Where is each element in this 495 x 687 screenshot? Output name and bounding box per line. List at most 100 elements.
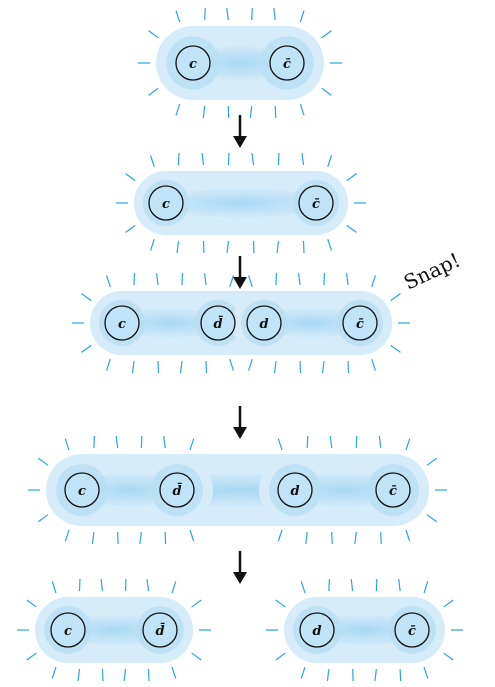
ray-2-1-8 [390, 344, 401, 353]
ray-1-0-11 [176, 240, 180, 253]
ray-4-0-16 [146, 579, 150, 592]
arrow-1-head [233, 277, 247, 289]
ray-3-1-15 [354, 531, 357, 544]
ray-4-1-0 [300, 666, 306, 679]
step2-meson0-quark0-circle [104, 305, 140, 341]
ray-2-1-15 [321, 360, 325, 373]
ray-1-0-8 [346, 224, 357, 233]
ray-2-1-5 [371, 275, 377, 288]
ray-3-0-15 [139, 531, 142, 544]
ray-2-1-12 [297, 273, 301, 286]
ray-4-0-6 [191, 599, 202, 608]
ray-2-1-11 [273, 360, 277, 373]
ray-0-0-1 [148, 87, 159, 96]
step3-meson0-quark1-circle [159, 472, 195, 508]
ray-2-0-3 [81, 293, 92, 302]
step0-meson0-quark0-circle [175, 45, 211, 81]
ray-3-0-12 [115, 436, 119, 449]
step2-meson0-quark1-label: d̄ [213, 315, 223, 332]
step4-meson1-quark0-label: d [312, 624, 321, 639]
ray-0-0-0 [175, 103, 181, 116]
ray-4-1-3 [275, 599, 286, 608]
ray-3-0-11 [91, 531, 95, 544]
ray-1-0-20 [301, 153, 305, 166]
arrow-3-head [233, 572, 247, 584]
ray-4-0-3 [26, 599, 37, 608]
ray-4-1-1 [275, 652, 286, 661]
ray-3-0-1 [37, 514, 49, 523]
ray-4-1-4 [300, 581, 306, 594]
ray-1-0-4 [149, 155, 155, 168]
ray-0-0-9 [299, 103, 305, 116]
ray-3-1-4 [277, 438, 283, 451]
step1-meson0-quark1-circle [298, 185, 334, 221]
ray-3-0-3 [37, 457, 49, 466]
ray-4-1-16 [398, 579, 401, 592]
ray-0-0-3 [148, 30, 159, 39]
ray-4-1-15 [374, 668, 377, 681]
step1-meson0-flux-tube [153, 188, 329, 218]
ray-1-0-19 [276, 240, 280, 253]
ray-4-1-6 [443, 599, 454, 608]
ray-4-1-9 [423, 666, 429, 679]
ray-3-1-5 [405, 438, 411, 451]
step2-meson1-quark0-label: d [259, 317, 268, 332]
ray-4-1-5 [423, 581, 429, 594]
ray-2-1-0 [247, 358, 253, 371]
ray-1-0-0 [149, 238, 155, 251]
ray-4-0-15 [123, 668, 127, 681]
step0-meson0-quark1-label: c̄ [283, 57, 291, 72]
ray-0-0-8 [321, 87, 332, 96]
step2-meson0-quark1-circle [200, 305, 236, 341]
ray-3-0-0 [64, 529, 70, 542]
step3-meson1-quark0-label: d [290, 484, 299, 499]
ray-2-0-16 [203, 273, 207, 286]
ray-3-0-4 [64, 438, 70, 451]
ray-3-1-8 [426, 514, 438, 523]
step0-meson0-quark1-circle [269, 45, 305, 81]
ray-4-1-12 [350, 579, 354, 592]
ray-4-1-8 [443, 652, 454, 661]
ray-2-0-1 [81, 344, 92, 353]
ray-1-0-15 [226, 240, 230, 253]
step4-meson0-quark0-label: c [64, 624, 72, 639]
ray-1-0-9 [327, 238, 333, 251]
step4-meson0-quark1-circle [142, 612, 178, 648]
ray-3-1-9 [405, 529, 411, 542]
step4-meson1-quark1-circle [394, 612, 430, 648]
step3-meson0-quark0-label: c [78, 484, 86, 499]
step3-meson0-quark1-label: d̄ [172, 482, 182, 499]
ray-4-0-0 [51, 666, 57, 679]
step1-meson0-quark1-label: c̄ [312, 197, 320, 212]
ray-4-0-4 [51, 581, 57, 594]
arrow-2-head [233, 427, 247, 439]
ray-2-1-9 [371, 358, 377, 371]
ray-0-0-5 [299, 10, 305, 23]
ray-1-0-6 [346, 173, 357, 182]
step3-meson1-quark1-circle [375, 472, 411, 508]
ray-2-0-9 [229, 358, 235, 371]
ray-2-1-4 [247, 275, 253, 288]
step3-meson0-quark0-circle [64, 472, 100, 508]
step1-meson0-quark0-label: c [162, 197, 170, 212]
step4-meson0-quark1-label: d̄ [155, 622, 165, 639]
ray-3-1-6 [426, 457, 438, 466]
ray-0-0-16 [273, 8, 276, 21]
ray-4-0-12 [100, 579, 104, 592]
step3-meson1-quark1-label: c̄ [389, 484, 397, 499]
ray-1-0-16 [251, 153, 255, 166]
ray-0-0-12 [226, 8, 229, 21]
ray-4-0-8 [191, 652, 202, 661]
ray-1-0-3 [125, 173, 136, 182]
snap-annotation: Snap! [400, 248, 464, 295]
ray-1-0-12 [201, 153, 205, 166]
ray-3-1-16 [378, 436, 382, 449]
ray-2-0-11 [131, 360, 135, 373]
ray-0-0-11 [202, 105, 206, 118]
step0-meson0-quark0-label: c [189, 57, 197, 72]
step1-meson0-quark0-circle [148, 185, 184, 221]
ray-2-0-12 [155, 273, 159, 286]
ray-2-0-15 [179, 360, 183, 373]
